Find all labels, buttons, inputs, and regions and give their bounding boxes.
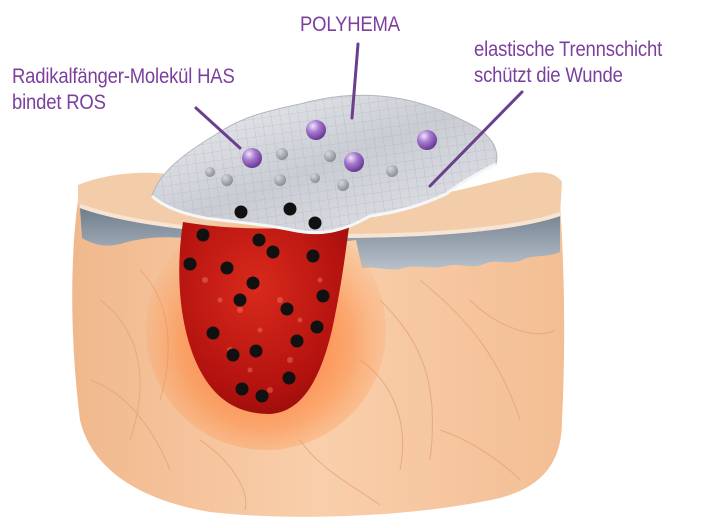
label-polyhema-text: POLYHEMA xyxy=(300,12,400,38)
ros-particle xyxy=(207,327,220,340)
has-molecule xyxy=(344,152,364,172)
ros-particle xyxy=(221,262,234,275)
label-elastic-layer: elastische Trennschicht schützt die Wund… xyxy=(474,37,662,89)
label-polyhema: POLYHEMA xyxy=(300,12,400,38)
gray-particle xyxy=(337,179,349,191)
label-has-line2: bindet ROS xyxy=(12,90,235,116)
ros-particle xyxy=(291,335,304,348)
gray-particle xyxy=(324,150,336,162)
ros-particle xyxy=(317,290,330,303)
ros-particle xyxy=(234,294,247,307)
ros-particle xyxy=(281,303,294,316)
label-has-molecule: Radikalfänger-Molekül HAS bindet ROS xyxy=(12,64,235,116)
ros-particle xyxy=(253,234,266,247)
ros-particle xyxy=(250,345,263,358)
ros-particle xyxy=(184,258,197,271)
label-elastic-line2: schützt die Wunde xyxy=(474,63,662,89)
gray-particle xyxy=(386,165,398,177)
ros-particle xyxy=(235,206,248,219)
ros-particle xyxy=(256,390,269,403)
gray-particle xyxy=(205,167,215,177)
ros-particle xyxy=(284,203,297,216)
gray-particle xyxy=(274,174,286,186)
gray-particle xyxy=(310,173,320,183)
ros-particle xyxy=(267,246,280,259)
wound xyxy=(146,210,386,450)
ros-particle xyxy=(227,349,240,362)
label-has-line1: Radikalfänger-Molekül HAS xyxy=(12,64,235,90)
gray-particle xyxy=(221,174,233,186)
ros-particle xyxy=(247,277,260,290)
has-molecule xyxy=(306,120,326,140)
ros-particle xyxy=(283,372,296,385)
gray-particle xyxy=(276,148,288,160)
label-elastic-line1: elastische Trennschicht xyxy=(474,37,662,63)
has-molecule xyxy=(417,130,437,150)
has-molecule xyxy=(242,148,262,168)
ros-particle xyxy=(197,229,210,242)
ros-particle xyxy=(236,383,249,396)
ros-particle xyxy=(307,250,320,263)
ros-particle xyxy=(311,321,324,334)
ros-particle xyxy=(309,217,322,230)
